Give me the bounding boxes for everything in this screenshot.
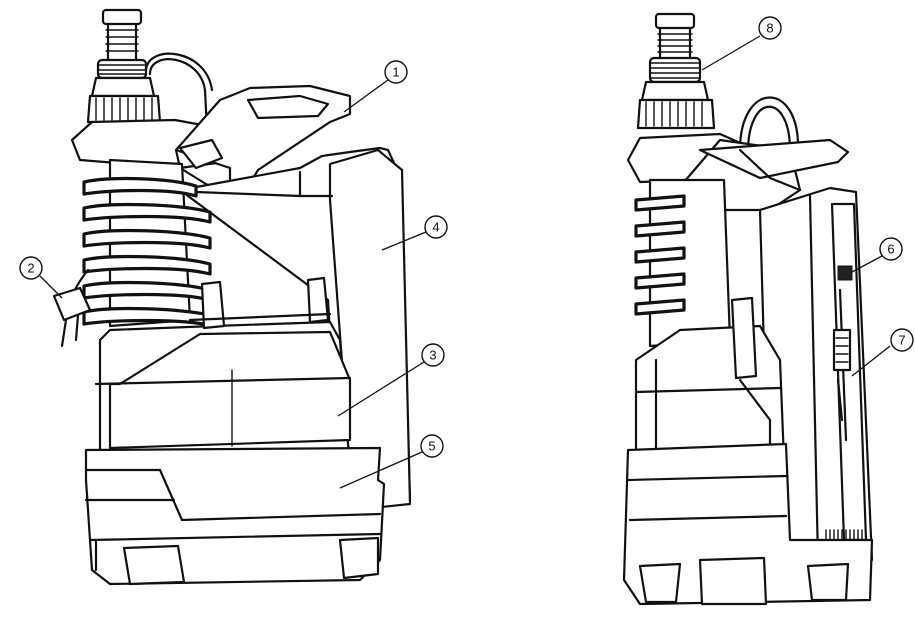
callout-7: 7 — [851, 328, 914, 377]
svg-text:3: 3 — [429, 348, 436, 363]
callout-4: 4 — [381, 215, 448, 251]
callout-3: 3 — [337, 343, 445, 417]
float-switch-plug — [52, 268, 92, 348]
callout-6: 6 — [851, 237, 903, 273]
outlet-nozzle — [86, 8, 162, 124]
callout-8: 8 — [701, 16, 782, 71]
callout-2: 2 — [19, 256, 63, 299]
switch-slot-top — [837, 265, 853, 281]
svg-text:1: 1 — [392, 65, 399, 80]
pump-side-view — [622, 12, 874, 606]
svg-text:5: 5 — [428, 439, 435, 454]
cable-loop — [148, 58, 210, 152]
svg-text:8: 8 — [766, 21, 773, 36]
cable-loop-side — [738, 96, 800, 152]
callout-1: 1 — [343, 60, 408, 113]
cooling-ribs — [82, 176, 216, 328]
housing-base-side — [622, 442, 874, 606]
pump-front-view — [52, 8, 412, 586]
svg-text:6: 6 — [887, 242, 894, 257]
float-switch-slider — [832, 288, 852, 442]
callout-5: 5 — [339, 434, 444, 489]
svg-text:4: 4 — [432, 220, 439, 235]
outlet-nozzle-side — [636, 12, 716, 130]
svg-text:2: 2 — [27, 261, 34, 276]
svg-text:7: 7 — [898, 333, 905, 348]
cooling-ribs-side — [634, 194, 686, 316]
